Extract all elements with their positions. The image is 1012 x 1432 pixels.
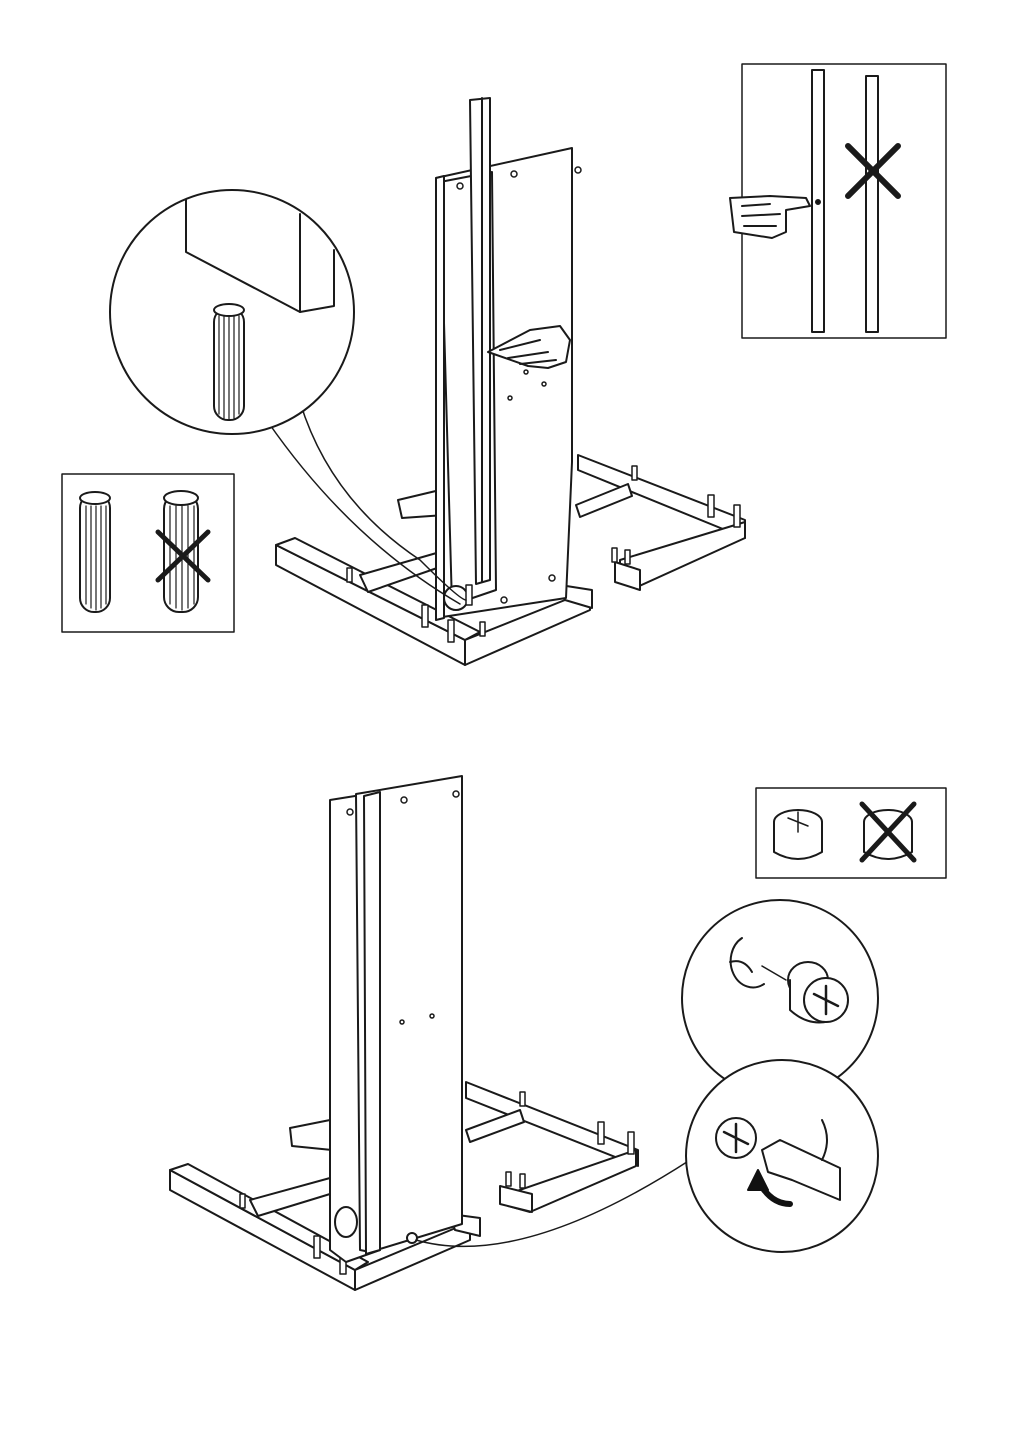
step-5-dowel-callout: [109, 189, 355, 435]
cam-lock-110630-icon: [773, 809, 823, 860]
wrong-cross-icon: [859, 801, 917, 863]
step-6-frame-assembly: [169, 775, 691, 1291]
step-5-dowel-compare-box: [61, 473, 235, 633]
correct-dowel-icon: [79, 491, 111, 613]
wrong-cross-icon: [845, 143, 901, 199]
pointing-hand-icon: [729, 195, 811, 239]
wrong-dowel-icon: [155, 490, 211, 613]
screwdriver-icon: [761, 1119, 841, 1201]
wrong-cross-icon: [155, 529, 211, 583]
step-5-frame-assembly: [267, 97, 746, 666]
cam-head-icon: [715, 1117, 757, 1159]
rotate-arrow-icon: [747, 1169, 793, 1207]
dowel-101350-icon: [213, 303, 245, 421]
pointing-hand-icon: [487, 325, 571, 369]
cam-lock-106720-icon: [859, 801, 917, 863]
step-5-rail-orientation-box: [729, 63, 947, 339]
step-6-cam-compare-box: [755, 787, 947, 879]
step-6-turn-callout: [685, 1059, 879, 1253]
cam-lock-icon: [787, 961, 849, 1024]
